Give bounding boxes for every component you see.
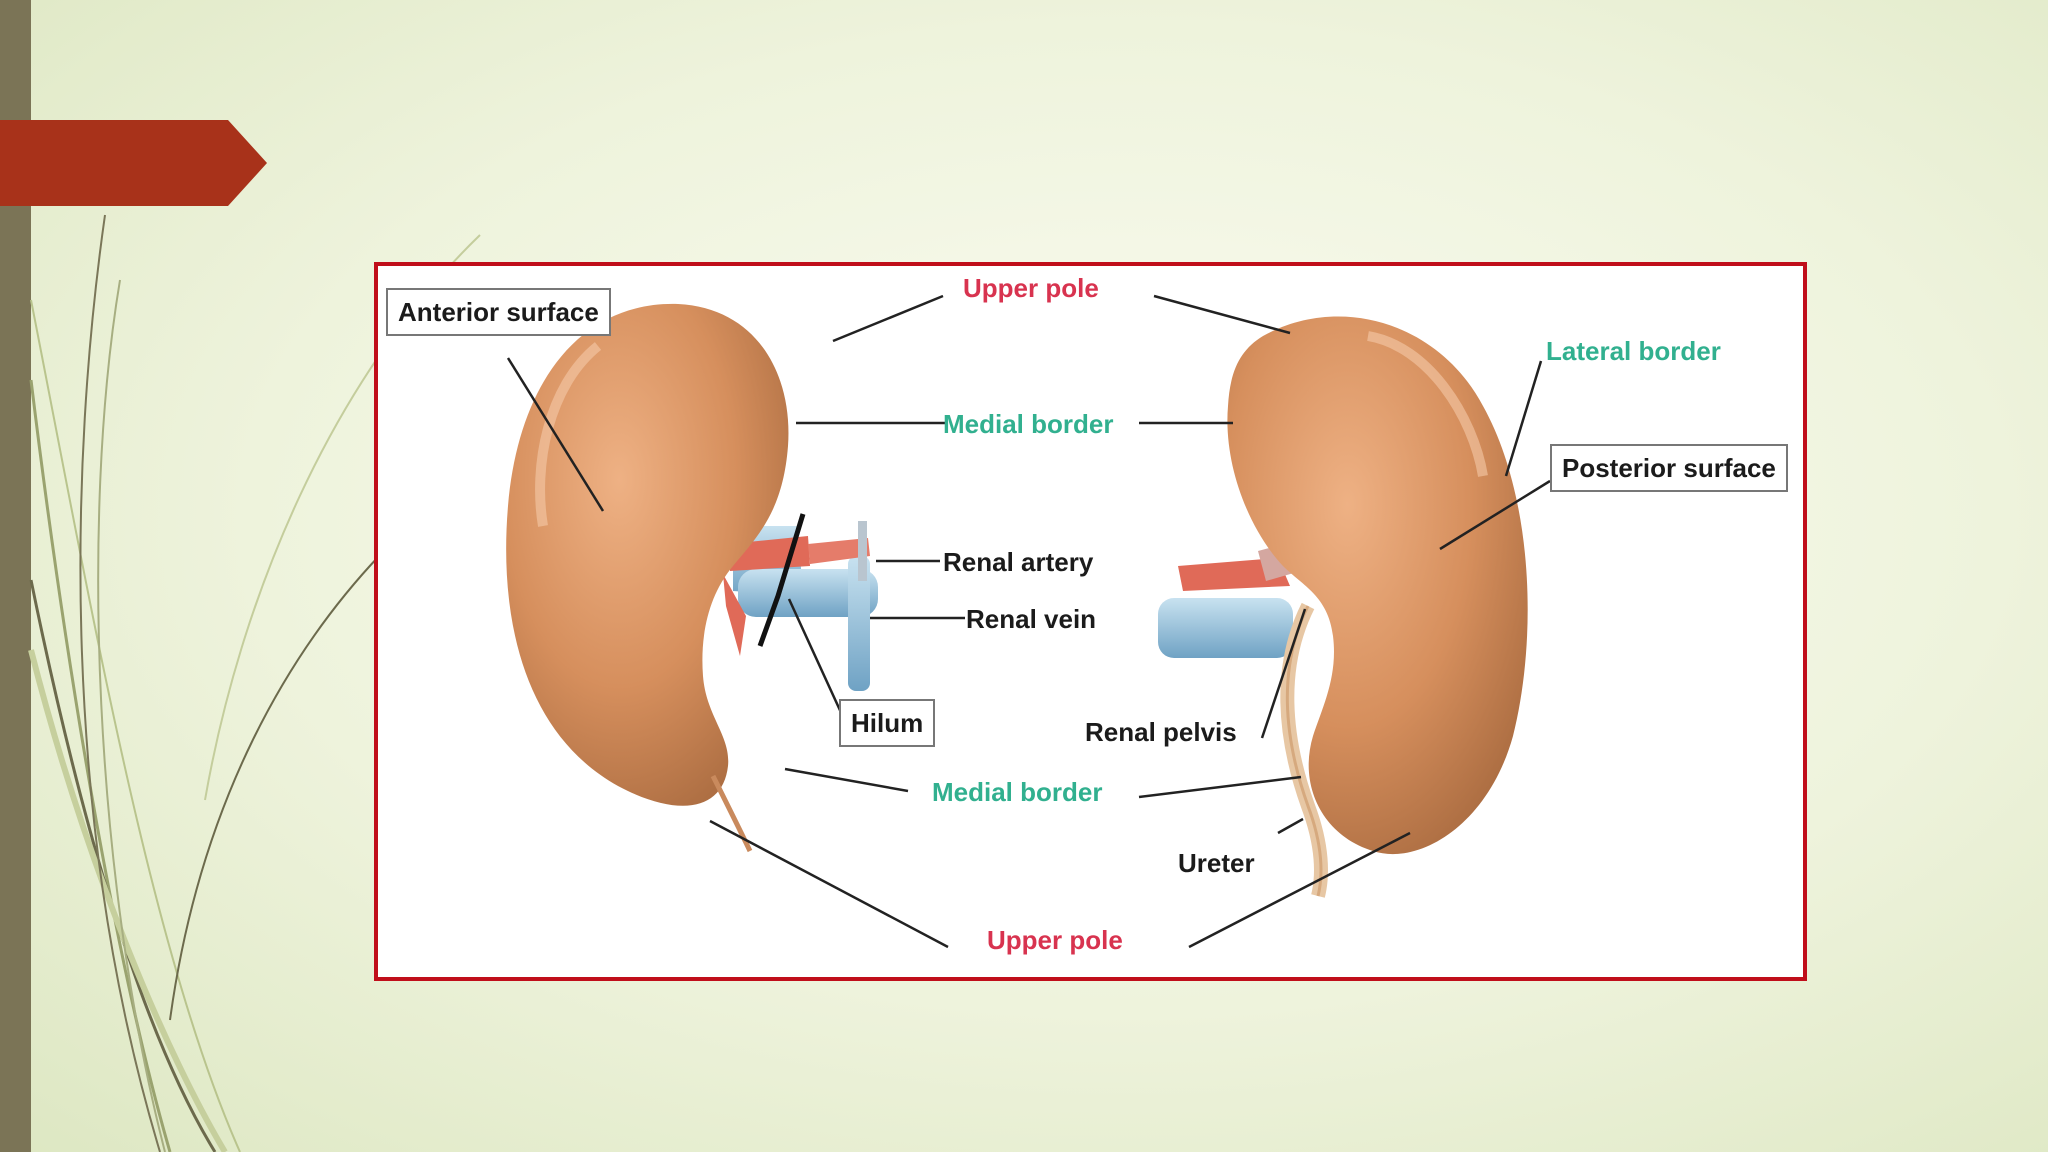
label-lateral-border: Lateral border — [1546, 336, 1721, 366]
label-upper-pole-top: Upper pole — [963, 273, 1099, 303]
label-medial-border-top: Medial border — [943, 409, 1114, 439]
title-banner-arrow — [0, 120, 267, 206]
label-renal-vein: Renal vein — [966, 604, 1097, 634]
label-medial-border-bottom: Medial border — [932, 777, 1103, 807]
label-renal-pelvis: Renal pelvis — [1085, 717, 1237, 747]
left-kidney — [506, 303, 789, 806]
label-upper-pole-bottom: Upper pole — [987, 925, 1123, 955]
kidney-illustration — [506, 294, 1551, 949]
label-ureter: Ureter — [1178, 848, 1255, 878]
label-anterior-surface: Anterior surface — [386, 288, 611, 336]
label-posterior-surface: Posterior surface — [1550, 444, 1788, 492]
leader-lines — [506, 294, 1551, 949]
right-kidney — [1227, 316, 1528, 855]
kidney-diagram-frame: Anterior surface Upper pole Medial borde… — [374, 262, 1807, 981]
label-hilum: Hilum — [839, 699, 936, 747]
right-renal-vessels — [1158, 536, 1328, 898]
label-renal-artery: Renal artery — [943, 547, 1094, 577]
